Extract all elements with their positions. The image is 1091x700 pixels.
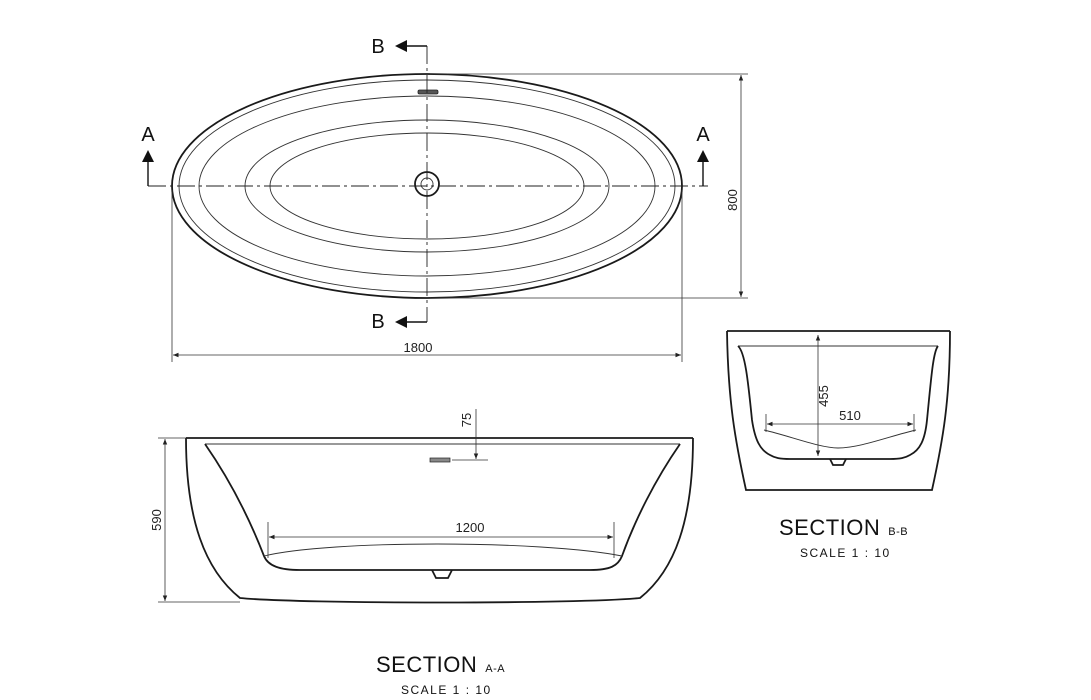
section-a-left-arrow-icon	[142, 150, 154, 162]
section-bb-drain	[829, 458, 847, 466]
section-aa-drain	[431, 569, 453, 579]
section-bb-view: 455 510 SECTION B-B SCALE 1 : 10	[726, 330, 951, 560]
section-aa-inner-wall	[204, 443, 681, 571]
section-a-left-label: A	[141, 124, 155, 146]
height-dimension-value: 590	[149, 509, 164, 531]
section-bb-inner-wall	[737, 345, 939, 460]
section-aa-view: 590 75 1200 SECTION A-A SCALE 1 : 10	[149, 409, 694, 697]
section-aa-title-word: SECTION	[376, 652, 477, 677]
section-bb-outer-shell	[726, 330, 951, 491]
section-bb-floor-contour	[763, 429, 917, 449]
overflow-slot	[417, 89, 439, 95]
section-aa-title-suffix: A-A	[485, 663, 505, 675]
section-aa-floor-contour	[263, 543, 623, 557]
bb-base-width-dimension-value: 510	[839, 408, 861, 423]
section-a-right-label: A	[696, 124, 710, 146]
section-bb-title-word: SECTION	[779, 515, 880, 540]
section-aa-outer-shell	[185, 437, 694, 604]
section-aa-scale: SCALE 1 : 10	[401, 683, 492, 697]
section-a-right-arrow-icon	[697, 150, 709, 162]
depth-dimension-value: 455	[816, 385, 831, 407]
base-length-dimension-value: 1200	[456, 520, 485, 535]
section-bb-title-suffix: B-B	[888, 526, 908, 538]
section-aa-overflow	[429, 457, 451, 463]
section-aa-title: SECTION A-A	[376, 652, 505, 677]
section-b-top-label: B	[371, 36, 384, 58]
section-b-top-arrow-icon	[395, 40, 407, 52]
length-dimension-value: 1800	[404, 340, 433, 355]
plan-view: A A B B 1800 800	[141, 36, 748, 362]
section-bb-scale: SCALE 1 : 10	[800, 546, 891, 560]
section-b-bottom-arrow-icon	[395, 316, 407, 328]
section-b-bottom-label: B	[371, 311, 384, 333]
section-bb-title: SECTION B-B	[779, 515, 908, 540]
overflow-dimension-value: 75	[459, 413, 474, 427]
width-dimension-value: 800	[725, 189, 740, 211]
